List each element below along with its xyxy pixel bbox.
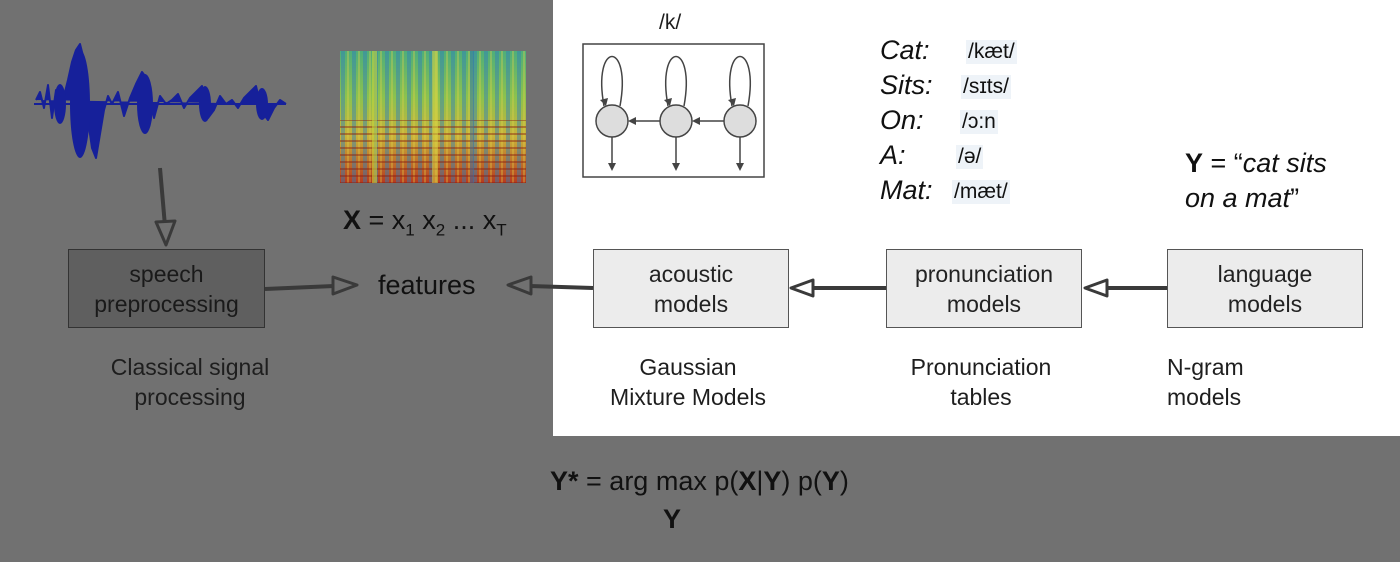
box-label-line2: preprocessing [94, 290, 239, 317]
arrow-pronunciation-to-acoustic [789, 278, 887, 298]
caption-pronunciation-tables: Pronunciation tables [871, 352, 1091, 412]
lexicon-ipa: /ɔ:n [960, 110, 998, 134]
caption-line2: tables [950, 384, 1012, 410]
arrow-waveform-to-preprocessing [154, 167, 177, 247]
acoustic-models-box: acoustic models [593, 249, 789, 328]
lexicon-ipa: /ə/ [956, 145, 984, 169]
arrow-language-to-pronunciation [1083, 278, 1167, 298]
box-label-line2: models [1227, 290, 1303, 317]
y-equals: = “ [1203, 148, 1243, 178]
eq-x: X [738, 466, 757, 496]
caption-line1: Pronunciation [910, 354, 1052, 380]
waveform-icon [34, 43, 287, 159]
caption-line1: Classical signal [110, 354, 270, 380]
eq-bar: | [756, 466, 764, 496]
eq-y-star: Y* [550, 466, 579, 496]
lexicon-word: Mat: [880, 175, 933, 205]
box-label-line2: models [653, 290, 729, 317]
features-label: features [378, 270, 476, 300]
eq-close: ) [839, 466, 849, 496]
x-mid-1: x [414, 205, 436, 235]
lexicon-ipa: /kæt/ [966, 40, 1017, 64]
decoding-equation: Y* = arg max p(X|Y) p(Y) [550, 466, 849, 497]
eq-under: Y [663, 504, 682, 534]
eq-prefix: = arg max p( [578, 466, 739, 496]
eq-mid: ) p( [781, 466, 822, 496]
x-mid-2: ... x [445, 205, 497, 235]
x-sub-t: T [496, 220, 507, 240]
caption-line1: N-gram [1167, 354, 1244, 380]
lexicon-ipa: /mæt/ [952, 180, 1010, 204]
box-label-line1: pronunciation [914, 260, 1054, 287]
x-symbol: X [343, 205, 362, 235]
caption-line1: Gaussian [639, 354, 737, 380]
caption-line2: models [1167, 384, 1242, 410]
eq-y2: Y [821, 466, 840, 496]
hmm-label: /k/ [659, 11, 682, 34]
y-close-quote: ” [1290, 183, 1300, 213]
arrow-acoustic-to-features [506, 275, 594, 296]
spectrogram-image [340, 51, 526, 183]
x-definition: X = x1 x2 ... xT [343, 205, 507, 240]
y-definition: Y = “cat sits [1185, 148, 1327, 179]
arrow-preprocessing-to-features [264, 275, 359, 296]
x-sub-2: 2 [435, 220, 446, 240]
lexicon-word: On: [880, 105, 924, 135]
box-label-line2: models [946, 290, 1022, 317]
caption-line2: Mixture Models [610, 384, 766, 410]
lexicon-word: Sits: [880, 70, 933, 100]
box-label-line1: speech [129, 260, 204, 287]
lexicon-ipa: /sɪts/ [961, 75, 1011, 99]
pronunciation-models-box: pronunciation models [886, 249, 1082, 328]
y-definition-line2: on a mat” [1185, 183, 1299, 214]
x-equals: = x [361, 205, 406, 235]
argmax-subscript: Y [663, 504, 681, 535]
caption-classical-signal-processing: Classical signal processing [80, 352, 300, 412]
lexicon-word: Cat: [880, 35, 930, 65]
y-symbol: Y [1185, 148, 1204, 178]
speech-preprocessing-box: speech preprocessing [68, 249, 265, 328]
hmm-diagram [582, 43, 765, 178]
eq-y1: Y [763, 466, 782, 496]
y-text-line2: on a mat [1185, 183, 1291, 213]
box-label-line1: language [1217, 260, 1313, 287]
y-text-line1: cat sits [1242, 148, 1327, 178]
caption-ngram-models: N-gram models [1167, 352, 1287, 412]
x-sub-1: 1 [405, 220, 415, 240]
lexicon-word: A: [880, 140, 906, 170]
language-models-box: language models [1167, 249, 1363, 328]
box-label-line1: acoustic [648, 260, 734, 287]
caption-line2: processing [134, 384, 246, 410]
